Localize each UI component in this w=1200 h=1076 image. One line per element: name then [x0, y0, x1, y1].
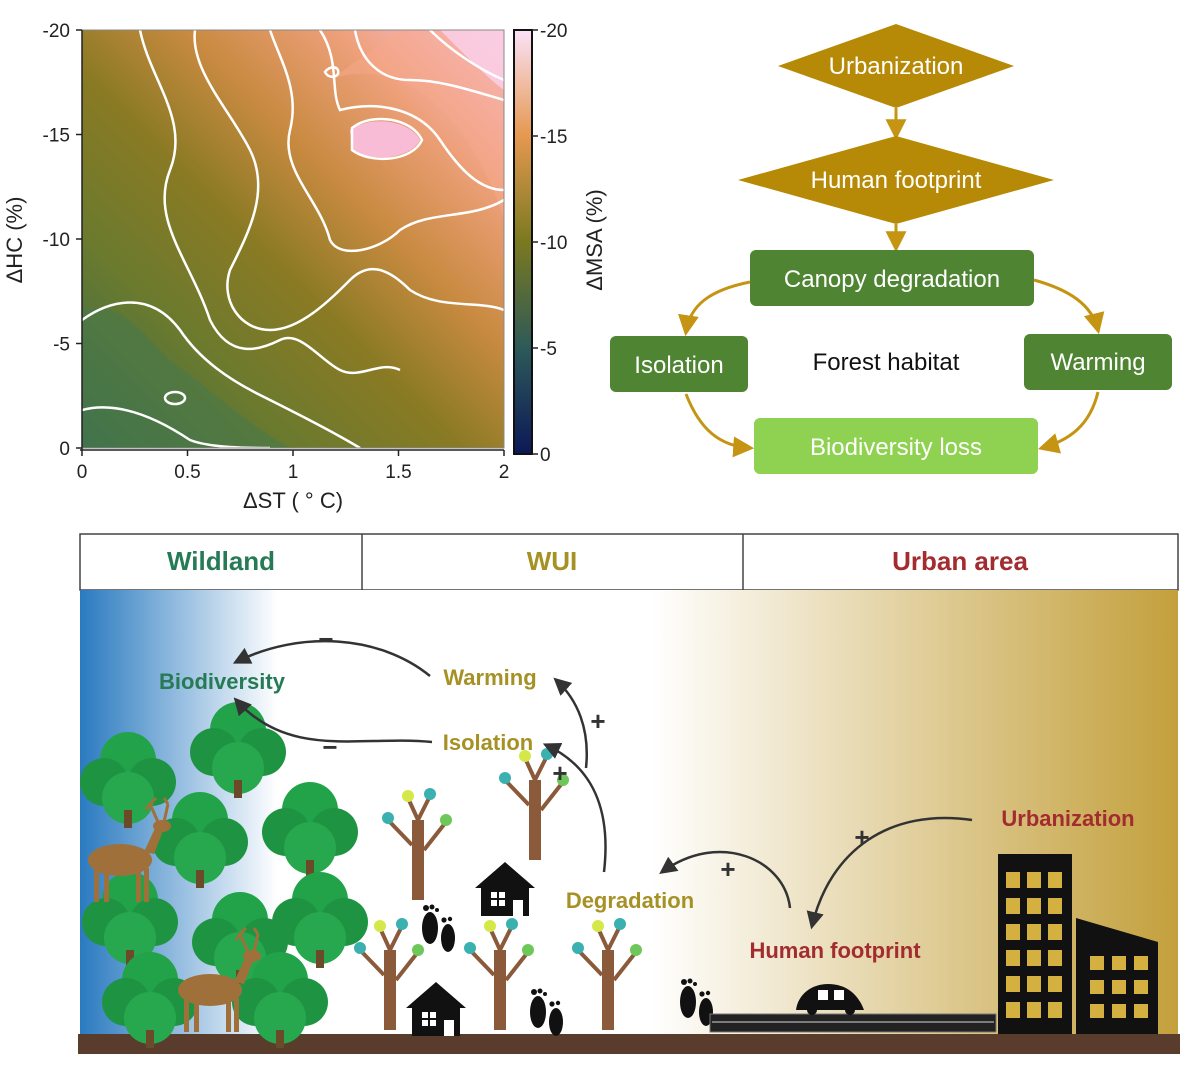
- window: [1027, 1002, 1041, 1018]
- window: [1027, 950, 1041, 966]
- car-icon: [796, 984, 864, 1015]
- y-tick-label: -10: [43, 230, 70, 251]
- warming-node-label: Warming: [1050, 349, 1145, 376]
- canopy-degradation-node: [750, 250, 1034, 306]
- x-tick-label: 2: [499, 462, 510, 483]
- window: [1090, 1004, 1104, 1018]
- label-isolation: Isolation: [443, 730, 533, 755]
- sign-plus-urbanization: +: [854, 822, 869, 852]
- window: [1048, 872, 1062, 888]
- flowchart-panel: Urbanization Human footprint Canopy degr…: [610, 24, 1172, 474]
- colorbar-tick-label: -15: [540, 127, 567, 148]
- x-tick-label: 1.5: [385, 462, 411, 483]
- window: [1134, 956, 1148, 970]
- window: [1006, 898, 1020, 914]
- x-tick-label: 1: [288, 462, 299, 483]
- colorbar-tick-label: 0: [540, 445, 551, 466]
- heatmap-y-axis-label: ΔHC (%): [2, 197, 27, 284]
- label-biodiversity: Biodiversity: [159, 669, 286, 694]
- colorbar-ticks: -20 -15 -10 -5 0: [532, 21, 567, 466]
- isolation-node: [610, 336, 748, 392]
- forest-habitat-label: Forest habitat: [813, 349, 960, 376]
- window: [1006, 872, 1020, 888]
- biodiversity-loss-node: [754, 418, 1038, 474]
- canopy-degradation-node-label: Canopy degradation: [784, 266, 1000, 293]
- warming-node: [1024, 334, 1172, 390]
- heatmap-surface: [82, 30, 504, 448]
- flowchart-arrows: [678, 278, 1105, 458]
- human-footprint-node-label: Human footprint: [811, 167, 982, 194]
- label-warming: Warming: [443, 665, 536, 690]
- window: [1048, 924, 1062, 940]
- road: [709, 1013, 997, 1033]
- sign-plus-warming: +: [590, 706, 605, 736]
- label-degradation: Degradation: [566, 888, 694, 913]
- heatmap-panel: -20 -15 -10 -5 0 0 0.5 1 1.5 2 ΔST ( ° C) ΔHC (%…: [2, 21, 607, 513]
- colorbar-tick-label: -10: [540, 233, 567, 254]
- window: [1048, 950, 1062, 966]
- scene-panel: Wildland WUI Urban area: [78, 533, 1180, 1054]
- window: [1134, 980, 1148, 994]
- scene-arrows: [232, 640, 973, 930]
- zone-urban-area: Urban area: [892, 546, 1028, 576]
- window: [1090, 956, 1104, 970]
- colorbar-tick-label: -5: [540, 339, 557, 360]
- biodiversity-loss-node-label: Biodiversity loss: [810, 434, 982, 461]
- window: [1027, 872, 1041, 888]
- buildings-icon: [998, 854, 1158, 1034]
- window: [1090, 980, 1104, 994]
- isolation-node-label: Isolation: [634, 352, 723, 379]
- contour-lines: [82, 30, 504, 448]
- urbanization-node: [778, 24, 1014, 108]
- sign-plus-degradation: +: [720, 854, 735, 884]
- x-tick-label: 0: [77, 462, 88, 483]
- window: [1048, 976, 1062, 992]
- urbanization-node-label: Urbanization: [829, 53, 964, 80]
- zone-wildland: Wildland: [167, 546, 275, 576]
- colorbar-label: ΔMSA (%): [582, 189, 607, 290]
- window: [1112, 1004, 1126, 1018]
- window: [1048, 898, 1062, 914]
- colorbar: [513, 29, 533, 455]
- zone-wui: WUI: [527, 546, 578, 576]
- heatmap-x-axis-label: ΔST ( ° C): [243, 488, 343, 513]
- label-urbanization: Urbanization: [1001, 806, 1134, 831]
- window: [1134, 1004, 1148, 1018]
- window: [1112, 956, 1126, 970]
- label-human-footprint: Human footprint: [749, 938, 921, 963]
- y-tick-label: 0: [59, 439, 70, 460]
- window: [1048, 1002, 1062, 1018]
- sign-minus-isolation: −: [322, 732, 337, 762]
- window: [1027, 924, 1041, 940]
- sign-plus-isolation: +: [552, 758, 567, 788]
- window: [1006, 950, 1020, 966]
- window: [1027, 976, 1041, 992]
- ground: [78, 1034, 1180, 1054]
- y-tick-label: -5: [53, 335, 70, 356]
- y-tick-label: -20: [43, 21, 70, 42]
- x-tick-label: 0.5: [174, 462, 200, 483]
- window: [1006, 924, 1020, 940]
- human-footprint-node: [738, 136, 1054, 224]
- colorbar-tick-label: -20: [540, 21, 567, 42]
- sign-minus-warming: −: [318, 624, 333, 654]
- window: [1112, 980, 1126, 994]
- heatmap-x-ticks: 0 0.5 1 1.5 2: [77, 450, 510, 483]
- heatmap-y-ticks: -20 -15 -10 -5 0: [43, 21, 82, 460]
- window: [1006, 976, 1020, 992]
- y-tick-label: -15: [43, 126, 70, 147]
- window: [1027, 898, 1041, 914]
- window: [1006, 1002, 1020, 1018]
